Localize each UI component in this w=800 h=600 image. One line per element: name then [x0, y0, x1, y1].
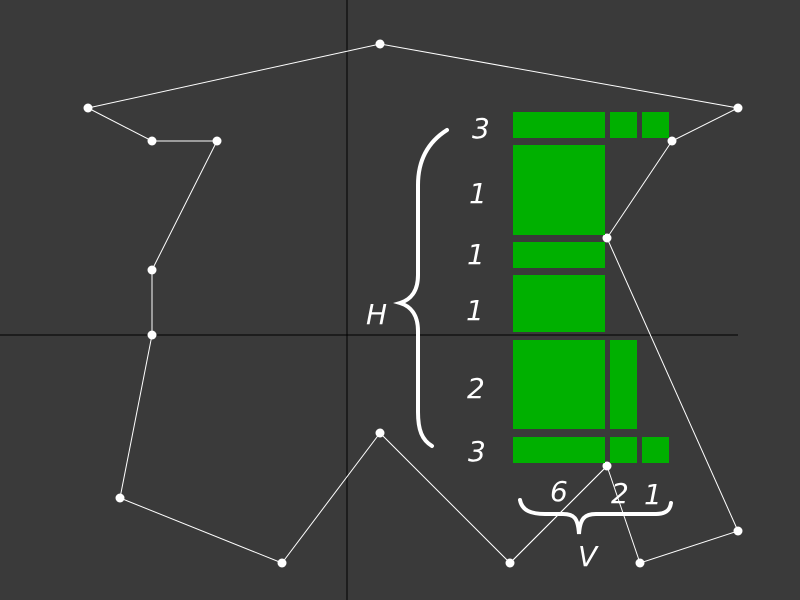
vertex[interactable]: [115, 493, 125, 503]
green-grid: [513, 112, 669, 463]
grid-block: [513, 145, 605, 235]
vertex[interactable]: [147, 136, 157, 146]
vertex[interactable]: [375, 428, 385, 438]
row-value: 2: [467, 372, 485, 405]
vertex[interactable]: [602, 233, 612, 243]
grid-block: [610, 340, 637, 429]
row-value: 1: [467, 238, 485, 271]
vertex[interactable]: [505, 558, 515, 568]
col-value: 2: [611, 477, 629, 510]
col-value: 6: [550, 475, 568, 508]
grid-block: [513, 340, 605, 429]
vertex[interactable]: [83, 103, 93, 113]
grid-block: [513, 437, 605, 463]
polygon-vertices: [83, 39, 743, 568]
grid-block: [513, 275, 605, 332]
v-brace: [518, 498, 673, 535]
vertex[interactable]: [635, 558, 645, 568]
row-value: 3: [472, 112, 490, 145]
vertex[interactable]: [147, 265, 157, 275]
row-value: 1: [469, 177, 487, 210]
vertex[interactable]: [733, 103, 743, 113]
grid-block: [610, 437, 637, 463]
h-brace: [393, 128, 449, 448]
vertex[interactable]: [212, 136, 222, 146]
vertex[interactable]: [277, 558, 287, 568]
grid-block: [642, 437, 669, 463]
grid-block: [642, 112, 669, 138]
vertex[interactable]: [147, 330, 157, 340]
vertex[interactable]: [667, 136, 677, 146]
h-brace-label: H: [366, 298, 387, 331]
col-value: 1: [644, 478, 662, 511]
v-brace-label: V: [578, 540, 599, 573]
vertex[interactable]: [733, 526, 743, 536]
vertex[interactable]: [375, 39, 385, 49]
grid-block: [513, 242, 605, 268]
grid-block: [513, 112, 605, 138]
row-value: 3: [468, 435, 486, 468]
vertex[interactable]: [602, 461, 612, 471]
row-value: 1: [466, 294, 484, 327]
grid-block: [610, 112, 637, 138]
